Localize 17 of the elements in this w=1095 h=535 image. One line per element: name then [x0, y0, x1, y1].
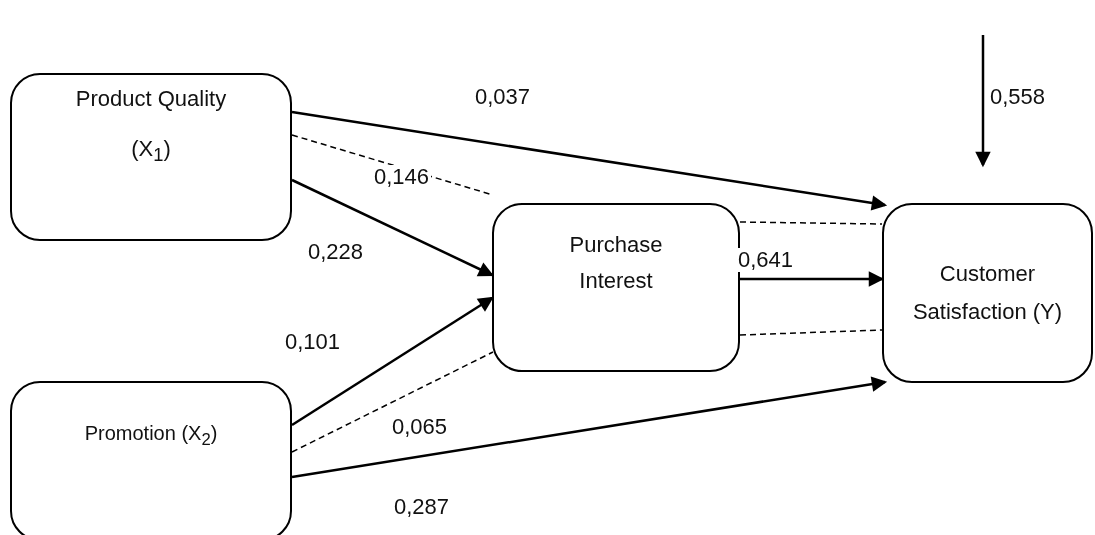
dashed-line [739, 329, 883, 336]
variable-box [10, 73, 292, 241]
arrow [291, 296, 494, 427]
variable-name: Product Quality (X$_{1}$) [74, 84, 228, 168]
arrow [975, 35, 991, 168]
variable-name: Promotion (X$_{2}$) [83, 420, 219, 451]
dashed-line [291, 351, 494, 453]
variable-box [882, 203, 1093, 383]
variable-box [10, 381, 292, 535]
variable-name: Purchase Interest [568, 230, 664, 295]
arrow [291, 110, 888, 211]
arrow [291, 376, 888, 479]
variable-name: Customer Satisfaction (Y) [911, 260, 1064, 326]
arrow [291, 178, 494, 277]
variable-box [492, 203, 740, 372]
dashed-line [739, 221, 883, 225]
path-coefficient: 0,146 [372, 165, 432, 189]
